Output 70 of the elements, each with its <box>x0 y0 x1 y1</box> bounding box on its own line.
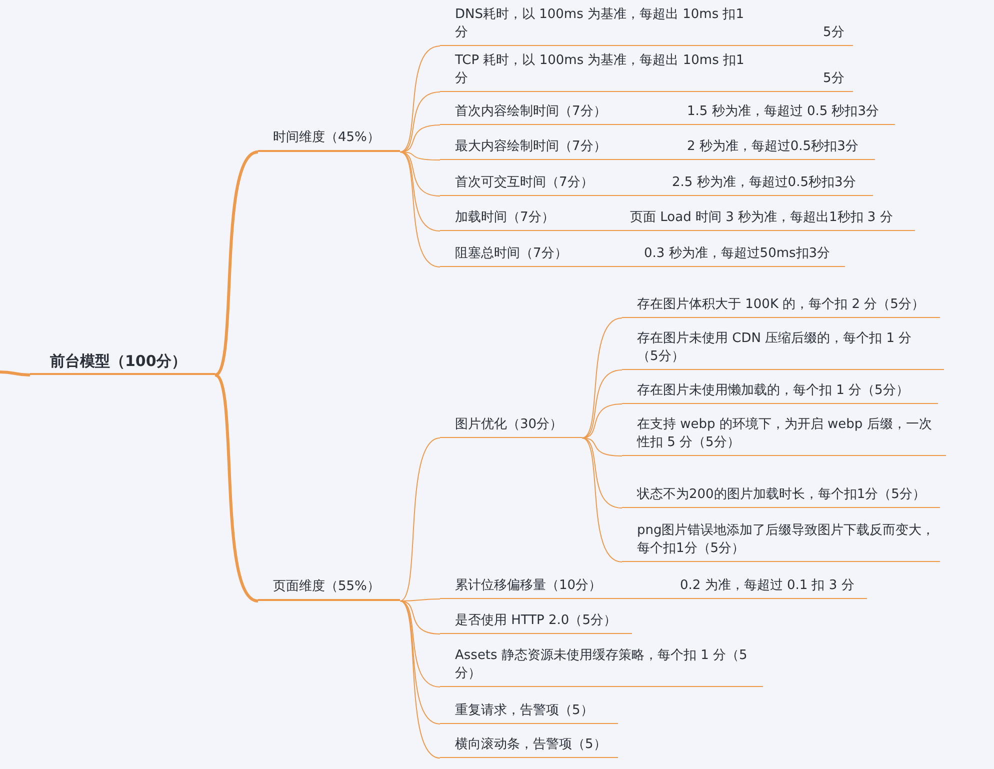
topic-node <box>622 522 940 562</box>
score-rule-text: 1.5 秒为准，每超过 0.5 秒扣3分 <box>687 103 880 121</box>
branch-line <box>400 438 440 602</box>
topic-node <box>440 103 895 125</box>
score-rule-text: 2.5 秒为准，每超过0.5秒扣3分 <box>672 174 856 192</box>
branch-line <box>400 600 440 634</box>
branch-line <box>400 152 440 160</box>
topic-text: 是否使用 HTTP 2.0（5分） <box>455 612 618 630</box>
topic-node <box>258 129 400 152</box>
topic-node <box>440 138 875 160</box>
topic-node <box>622 296 940 318</box>
topic-text: 存在图片未使用 CDN 压缩后缀的，每个扣 1 分（5分） <box>637 330 913 366</box>
topic-text: 首次可交互时间（7分） <box>455 174 594 192</box>
topic-node <box>440 209 915 231</box>
branch-line <box>400 152 440 268</box>
topic-node <box>440 647 763 687</box>
topic-node <box>258 578 400 601</box>
topic-node <box>440 52 853 92</box>
topic-text: DNS耗时，以 100ms 为基准，每超出 10ms 扣1分 <box>455 6 746 42</box>
topic-node <box>622 382 938 404</box>
topic-node <box>440 245 845 267</box>
branch-line <box>582 318 622 438</box>
topic-node <box>440 174 873 196</box>
topic-node <box>440 702 618 724</box>
topic-text: 存在图片体积大于 100K 的，每个扣 2 分（5分） <box>637 296 926 314</box>
topic-node <box>440 416 582 438</box>
topic-node <box>440 612 632 634</box>
topic-text: 在支持 webp 的环境下，为开启 webp 后缀，一次性扣 5 分（5分） <box>637 416 933 452</box>
topic-text: 加载时间（7分） <box>455 209 556 227</box>
branch-line <box>582 438 622 456</box>
topic-node <box>440 6 853 46</box>
topic-node <box>622 330 944 370</box>
branch-line <box>400 92 440 152</box>
topic-text: 首次内容绘制时间（7分） <box>455 103 608 121</box>
topic-node <box>622 416 946 456</box>
score-rule-text: 5分 <box>823 24 844 42</box>
topic-text: 前台模型（100分） <box>50 352 188 370</box>
topic-node <box>440 736 618 758</box>
score-rule-text: 5分 <box>823 70 844 88</box>
topic-text: 状态不为200的图片加载时长，每个扣1分（5分） <box>637 486 926 504</box>
score-rule-text: 0.2 为准，每超过 0.1 扣 3 分 <box>680 577 854 595</box>
score-rule-text: 0.3 秒为准，每超过50ms扣3分 <box>644 245 830 263</box>
branch-line <box>214 374 259 602</box>
branch-line <box>214 150 259 376</box>
topic-text: 页面维度（55%） <box>273 578 381 596</box>
topic-text: 横向滚动条，告警项（5） <box>455 736 608 754</box>
topic-node <box>30 352 215 375</box>
topic-text: 存在图片未使用懒加载的，每个扣 1 分（5分） <box>637 382 910 400</box>
topic-text: TCP 耗时，以 100ms 为基准，每超出 10ms 扣1分 <box>455 52 746 88</box>
topic-text: 阻塞总时间（7分） <box>455 245 568 263</box>
topic-text: 重复请求，告警项（5） <box>455 702 594 720</box>
topic-text: 图片优化（30分） <box>455 416 564 434</box>
score-rule-text: 页面 Load 时间 3 秒为准，每超出1秒扣 3 分 <box>630 209 893 227</box>
branch-line <box>0 370 30 376</box>
topic-text: 累计位移偏移量（10分） <box>455 577 603 595</box>
branch-line <box>400 600 440 758</box>
topic-text: png图片错误地添加了后缀导致图片下载反而变大，每个扣1分（5分） <box>637 522 936 558</box>
branch-line <box>582 438 622 508</box>
branch-line <box>582 438 622 562</box>
topic-node <box>440 577 867 599</box>
branch-line <box>400 152 440 232</box>
branch-line <box>582 370 622 438</box>
branch-line <box>400 600 440 688</box>
topic-text: 最大内容绘制时间（7分） <box>455 138 608 156</box>
branch-line <box>400 46 440 152</box>
branch-line <box>400 152 440 196</box>
topic-text: 时间维度（45%） <box>273 129 381 147</box>
topic-node <box>622 486 940 508</box>
topic-text: Assets 静态资源未使用缓存策略，每个扣 1 分（5分） <box>455 647 748 683</box>
score-rule-text: 2 秒为准，每超过0.5秒扣3分 <box>687 138 858 156</box>
